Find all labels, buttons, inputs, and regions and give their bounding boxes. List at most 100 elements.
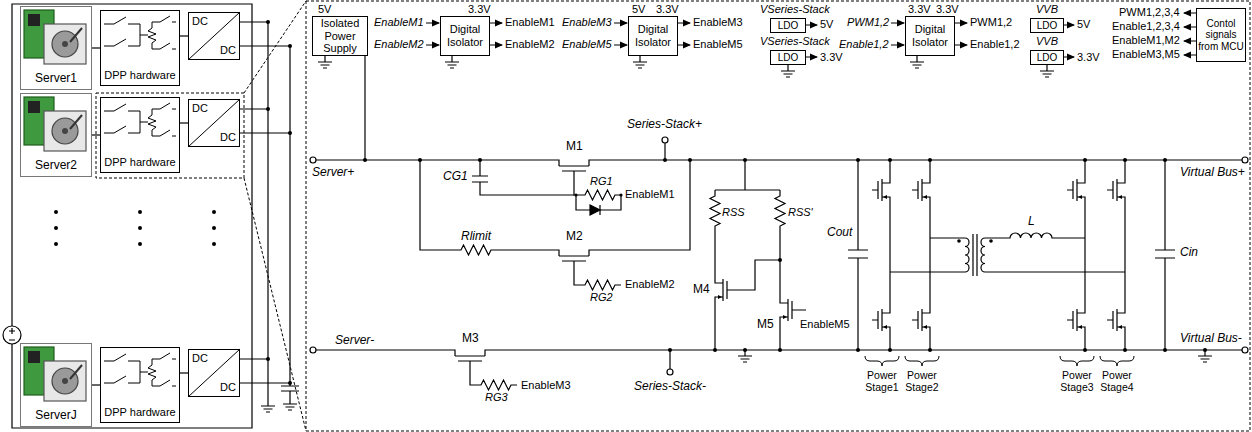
supply-voltage: 5V bbox=[318, 3, 331, 16]
server-illustration bbox=[62, 378, 68, 384]
ground-symbol bbox=[445, 56, 459, 68]
series-string-wiring bbox=[3, 4, 299, 428]
circuit-wiring bbox=[310, 137, 1248, 375]
server-illustration bbox=[24, 10, 86, 64]
circuit-wiring bbox=[778, 258, 782, 262]
circuit-wiring bbox=[1242, 157, 1248, 163]
box-label: Isolated Power Supply bbox=[314, 17, 366, 55]
circuit-wiring bbox=[780, 290, 798, 330]
circuit-wiring bbox=[778, 348, 782, 352]
terminal-name: Virtual Bus- bbox=[1180, 332, 1242, 346]
dpp-hardware-box: DPP hardware bbox=[100, 10, 180, 86]
ground-symbol bbox=[633, 56, 647, 68]
server-illustration bbox=[70, 28, 82, 42]
signal-name: EnableM2 bbox=[374, 38, 424, 51]
circuit-wiring bbox=[715, 310, 806, 350]
series-string-wiring bbox=[54, 20, 292, 385]
circuit-wiring bbox=[928, 158, 932, 162]
server-box: ServerJ bbox=[20, 343, 92, 427]
circuit-wiring bbox=[548, 250, 600, 261]
series-string-wiring bbox=[240, 22, 290, 383]
supply-voltage: VSeries-Stack bbox=[760, 3, 830, 16]
signal-arrow bbox=[490, 23, 502, 24]
circuit-wiring bbox=[579, 280, 621, 290]
supply-voltage: 3.3V bbox=[820, 51, 843, 64]
signal-name: EnableM3 bbox=[521, 379, 571, 392]
component-name: Cin bbox=[1180, 246, 1198, 260]
signal-arrow bbox=[1184, 27, 1196, 28]
circuit-wiring bbox=[548, 160, 600, 171]
series-string-wiring bbox=[288, 44, 292, 48]
circuit-wiring bbox=[872, 300, 890, 340]
circuit-wiring bbox=[713, 348, 717, 352]
series-string-wiring bbox=[138, 226, 142, 230]
signal-name: Enable1,2 bbox=[839, 38, 889, 51]
series-string-wiring bbox=[3, 326, 21, 344]
server-box: Server2 bbox=[20, 93, 92, 177]
connector-line bbox=[180, 122, 188, 123]
component-name: M4 bbox=[693, 283, 710, 297]
connector-line bbox=[92, 47, 100, 48]
circuit-wiring bbox=[574, 261, 579, 285]
component-name: M1 bbox=[566, 140, 583, 154]
component-name: M5 bbox=[757, 318, 774, 332]
signal-arrow bbox=[1064, 25, 1074, 26]
circuit-wiring bbox=[710, 190, 720, 232]
box-label: DC bbox=[192, 102, 208, 115]
circuit-wiring bbox=[743, 158, 747, 162]
signal-arrow bbox=[614, 23, 627, 24]
series-string-wiring bbox=[54, 210, 58, 214]
supply-voltage: 3.3V bbox=[1077, 51, 1100, 64]
server-illustration bbox=[70, 115, 82, 129]
supply-voltage: VVB bbox=[1036, 3, 1058, 16]
circuit-wiring bbox=[688, 158, 692, 162]
power-stage-brace bbox=[1100, 356, 1134, 366]
circuit-wiring bbox=[574, 171, 579, 195]
circuit-wiring bbox=[619, 193, 622, 196]
series-string-wiring bbox=[212, 210, 216, 214]
dpp-switches bbox=[104, 16, 176, 49]
circuit-wiring bbox=[957, 239, 961, 243]
connector-line bbox=[180, 35, 188, 36]
circuit-wiring bbox=[1067, 300, 1085, 340]
circuit-block-box: Digital Isolator bbox=[440, 16, 490, 56]
circuit-wiring bbox=[965, 238, 969, 272]
signal-arrow bbox=[891, 23, 904, 24]
signal-arrow bbox=[955, 23, 967, 24]
stage-label: Power Stage2 bbox=[901, 369, 943, 393]
signal-name: EnableM5 bbox=[800, 318, 850, 331]
series-string-wiring bbox=[138, 210, 142, 214]
supply-voltage: 3.3V bbox=[656, 3, 679, 16]
series-string-wiring bbox=[212, 242, 216, 246]
circuit-wiring bbox=[888, 348, 892, 352]
series-string-wiring bbox=[266, 107, 270, 111]
circuit-wiring bbox=[912, 300, 930, 340]
circuit-wiring bbox=[579, 190, 621, 200]
connector-line bbox=[92, 134, 100, 135]
circuit-wiring bbox=[664, 143, 665, 160]
signal-name: EnableM3 bbox=[693, 16, 743, 29]
signal-name: EnableM5 bbox=[693, 38, 743, 51]
series-string-wiring bbox=[261, 400, 275, 412]
box-label: LDO bbox=[778, 20, 799, 32]
ground-symbol bbox=[781, 65, 795, 77]
server-illustration bbox=[52, 368, 78, 394]
terminal-name: Server+ bbox=[312, 166, 354, 180]
signal-arrow bbox=[891, 45, 904, 46]
server-illustration bbox=[62, 41, 68, 47]
series-string-wiring bbox=[266, 20, 270, 24]
circuit-wiring bbox=[1155, 160, 1175, 350]
server-illustration bbox=[24, 347, 86, 401]
server-illustration bbox=[28, 14, 40, 26]
supply-voltage: 3.3V bbox=[936, 3, 959, 16]
circuit-block-box: Contol signals from MCU bbox=[1196, 8, 1246, 62]
circuit-wiring bbox=[1107, 170, 1125, 210]
power-stage-brace bbox=[865, 356, 899, 366]
signal-name: PWM1,2 bbox=[847, 16, 889, 29]
circuit-wiring bbox=[663, 158, 667, 162]
component-name: RG2 bbox=[590, 291, 613, 304]
circuit-block-box: LDO bbox=[770, 18, 806, 33]
stage-label: Power Stage1 bbox=[861, 369, 903, 393]
circuit-wiring bbox=[989, 239, 993, 243]
box-label: DPP hardware bbox=[104, 406, 175, 419]
